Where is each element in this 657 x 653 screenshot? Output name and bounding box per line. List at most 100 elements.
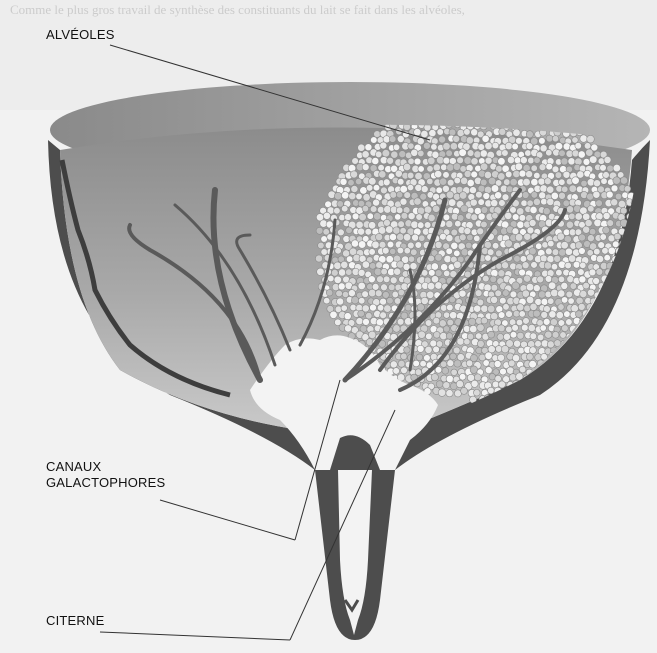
- alveolus: [503, 304, 510, 311]
- alveolus: [465, 242, 471, 248]
- alveolus: [620, 177, 627, 184]
- alveolus: [321, 249, 328, 256]
- alveolus: [485, 142, 492, 149]
- alveolus: [523, 178, 531, 186]
- alveolus: [490, 276, 497, 283]
- alveolus: [640, 257, 647, 264]
- alveolus: [475, 333, 481, 339]
- leader-line-citerne: [100, 632, 290, 640]
- alveolus: [461, 205, 468, 212]
- alveolus: [577, 171, 584, 178]
- alveolus: [603, 227, 610, 234]
- alveolus: [410, 263, 417, 270]
- alveolus: [401, 353, 408, 360]
- alveolus: [478, 144, 485, 151]
- alveolus: [390, 277, 397, 284]
- alveolus: [396, 191, 403, 198]
- alveolus: [475, 290, 482, 297]
- alveolus: [491, 270, 498, 277]
- alveolus: [471, 214, 478, 221]
- alveolus: [418, 166, 424, 172]
- alveolus: [393, 368, 400, 375]
- alveolus: [446, 220, 453, 227]
- alveolus: [526, 131, 533, 138]
- alveolus: [516, 319, 522, 325]
- alveolus: [392, 291, 399, 298]
- alveolus: [498, 270, 505, 277]
- alveolus: [556, 269, 563, 276]
- alveolus: [350, 171, 357, 178]
- alveolus: [495, 192, 502, 199]
- alveolus: [588, 206, 595, 213]
- alveolus: [387, 157, 394, 164]
- alveolus: [477, 340, 484, 347]
- alveolus: [464, 339, 470, 345]
- alveolus: [502, 262, 509, 269]
- alveolus: [393, 325, 400, 332]
- alveolus: [397, 233, 404, 240]
- alveolus: [572, 177, 580, 185]
- alveolus: [520, 256, 527, 263]
- alveolus: [421, 130, 428, 137]
- alveolus: [460, 177, 467, 184]
- alveolus: [418, 331, 425, 338]
- alveolus: [512, 143, 519, 150]
- alveolus: [387, 297, 394, 304]
- alveolus: [491, 185, 499, 193]
- alveolus: [512, 282, 520, 290]
- alveolus: [437, 129, 444, 136]
- alveolus: [420, 193, 427, 200]
- alveolus: [580, 262, 586, 268]
- alveolus: [513, 129, 520, 136]
- alveolus: [541, 298, 548, 305]
- alveolus: [593, 278, 600, 285]
- alveolus: [416, 214, 423, 221]
- alveolus: [438, 389, 446, 397]
- alveolus: [544, 178, 551, 185]
- alveolus: [356, 318, 363, 325]
- alveolus: [482, 275, 489, 282]
- alveolus: [344, 313, 351, 320]
- alveolus: [552, 249, 559, 256]
- alveolus: [330, 311, 337, 318]
- alveolus: [597, 338, 604, 345]
- alveolus: [500, 368, 507, 375]
- alveolus: [444, 270, 450, 276]
- alveolus: [563, 171, 570, 178]
- alveolus: [535, 340, 542, 347]
- alveolus: [423, 142, 430, 149]
- alveolus: [397, 247, 404, 254]
- alveolus: [456, 380, 463, 387]
- alveolus: [334, 276, 342, 284]
- alveolus: [394, 214, 400, 220]
- alveolus: [380, 312, 387, 319]
- alveolus: [441, 164, 448, 171]
- alveolus: [496, 250, 503, 257]
- alveolus: [583, 226, 590, 233]
- alveolus: [389, 234, 396, 241]
- alveolus: [459, 290, 466, 297]
- alveolus: [589, 269, 596, 276]
- alveolus: [561, 241, 568, 248]
- alveolus: [526, 171, 533, 178]
- alveolus: [515, 137, 522, 144]
- alveolus: [414, 158, 421, 165]
- alveolus: [355, 178, 361, 184]
- alveolus: [414, 198, 421, 205]
- alveolus: [485, 352, 492, 359]
- alveolus: [469, 318, 476, 325]
- alveolus: [435, 241, 442, 248]
- alveolus: [497, 354, 504, 361]
- alveolus: [621, 304, 628, 311]
- alveolus: [416, 354, 423, 361]
- alveolus: [403, 163, 410, 170]
- alveolus: [467, 179, 474, 186]
- alveolus: [434, 170, 441, 177]
- alveolus: [581, 180, 587, 186]
- alveolus: [446, 333, 452, 339]
- alveolus: [528, 157, 535, 164]
- alveolus: [482, 135, 489, 142]
- alveolus: [507, 367, 514, 374]
- alveolus: [575, 213, 582, 220]
- alveolus: [447, 360, 454, 367]
